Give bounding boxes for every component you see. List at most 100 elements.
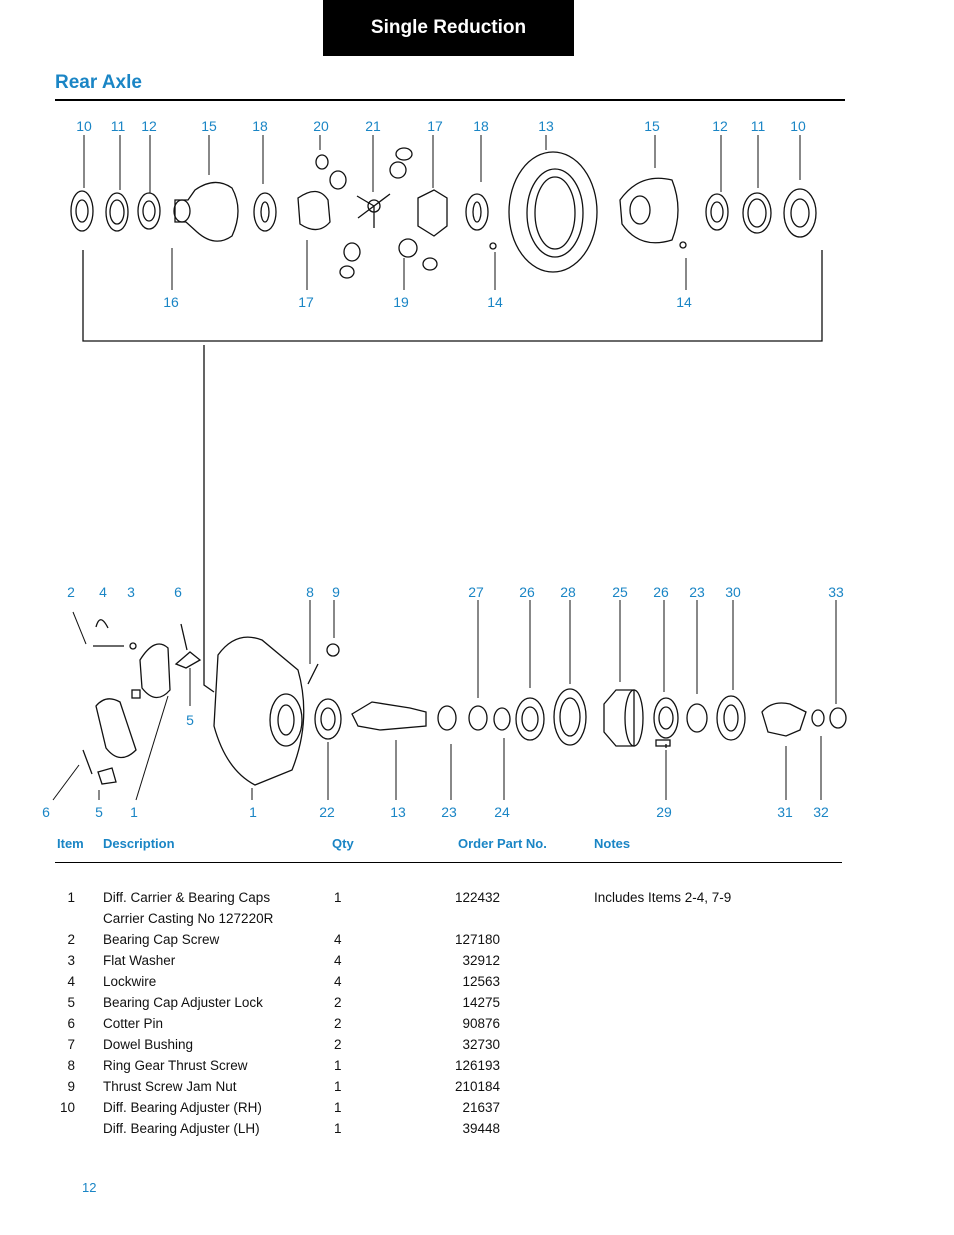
callout-label: 23 <box>441 804 457 820</box>
table-row: 4 Lockwire 4 12563 <box>0 974 954 995</box>
col-header-item: Item <box>57 836 84 851</box>
callout-label: 14 <box>676 294 692 310</box>
callout-label: 11 <box>750 118 766 134</box>
item-description: Flat Washer <box>103 953 176 968</box>
item-number: 2 <box>67 932 75 947</box>
col-header-qty: Qty <box>332 836 354 851</box>
item-part-number: 21637 <box>462 1100 500 1115</box>
item-description: Diff. Bearing Adjuster (RH) <box>103 1100 262 1115</box>
callout-label: 32 <box>813 804 829 820</box>
item-qty: 1 <box>334 1058 342 1073</box>
callout-label: 18 <box>252 118 268 134</box>
page-number: 12 <box>82 1180 97 1195</box>
item-qty: 2 <box>334 995 342 1010</box>
callout-label: 30 <box>725 584 741 600</box>
col-header-notes: Notes <box>594 836 631 851</box>
item-qty: 1 <box>334 1121 342 1136</box>
callout-label: 26 <box>653 584 669 600</box>
item-part-number: 39448 <box>462 1121 500 1136</box>
callout-label: 16 <box>163 294 179 310</box>
callout-label: 33 <box>828 584 844 600</box>
item-qty: 4 <box>334 953 342 968</box>
col-header-description: Description <box>103 836 175 851</box>
callout-label: 22 <box>319 804 335 820</box>
item-number: 10 <box>60 1100 76 1115</box>
item-description: Carrier Casting No 127220R <box>103 911 274 926</box>
bottom-leader-lines <box>52 600 837 801</box>
item-qty: 1 <box>334 890 342 905</box>
item-description: Cotter Pin <box>103 1016 164 1031</box>
callout-label: 28 <box>560 584 576 600</box>
item-number: 7 <box>67 1037 75 1052</box>
table-row: 5 Bearing Cap Adjuster Lock 2 14275 <box>0 995 954 1016</box>
top-parts <box>70 147 817 279</box>
callout-label: 9 <box>332 584 340 600</box>
table-row: 1 Diff. Carrier & Bearing Caps 1 122432 … <box>0 890 954 911</box>
col-header-part-no: Order Part No. <box>458 836 547 851</box>
table-row: 10 Diff. Bearing Adjuster (RH) 1 21637 <box>0 1100 954 1121</box>
item-description: Diff. Bearing Adjuster (LH) <box>103 1121 260 1136</box>
callout-label: 14 <box>487 294 503 310</box>
item-description: Lockwire <box>103 974 157 989</box>
item-part-number: 127180 <box>454 932 500 947</box>
table-row: Diff. Bearing Adjuster (LH) 1 39448 <box>0 1121 954 1142</box>
item-number: 1 <box>67 890 75 905</box>
item-description: Thrust Screw Jam Nut <box>103 1079 237 1094</box>
callout-label: 6 <box>174 584 182 600</box>
callout-label: 13 <box>390 804 406 820</box>
callout-label: 3 <box>127 584 135 600</box>
item-number: 6 <box>67 1016 75 1031</box>
item-qty: 4 <box>334 974 342 989</box>
callout-label: 15 <box>644 118 660 134</box>
item-description: Dowel Bushing <box>103 1037 194 1052</box>
bottom-parts <box>82 619 847 786</box>
callout-label: 10 <box>790 118 806 134</box>
top-leader-lines <box>83 135 801 290</box>
item-notes: Includes Items 2-4, 7-9 <box>594 890 732 905</box>
item-part-number: 210184 <box>454 1079 500 1094</box>
item-number: 5 <box>67 995 75 1010</box>
section-tab: Single Reduction <box>323 0 574 56</box>
item-part-number: 12563 <box>462 974 500 989</box>
callout-label: 20 <box>313 118 329 134</box>
table-row: 2 Bearing Cap Screw 4 127180 <box>0 932 954 953</box>
callout-label: 5 <box>186 712 194 728</box>
item-number: 3 <box>67 953 75 968</box>
callout-label: 27 <box>468 584 484 600</box>
group-bracket <box>82 250 823 693</box>
callout-label: 21 <box>365 118 381 134</box>
table-header-divider <box>55 862 842 863</box>
callout-label: 6 <box>42 804 50 820</box>
exploded-parts-diagram <box>52 135 847 801</box>
callout-label: 25 <box>612 584 628 600</box>
callout-label: 1 <box>130 804 138 820</box>
callout-label: 23 <box>689 584 705 600</box>
callout-label: 11 <box>110 118 126 134</box>
item-qty: 1 <box>334 1079 342 1094</box>
item-description: Bearing Cap Screw <box>103 932 220 947</box>
item-qty: 4 <box>334 932 342 947</box>
item-qty: 1 <box>334 1100 342 1115</box>
item-number: 9 <box>67 1079 75 1094</box>
item-part-number: 14275 <box>462 995 500 1010</box>
callout-label: 5 <box>95 804 103 820</box>
callout-label: 24 <box>494 804 510 820</box>
callout-label: 15 <box>201 118 217 134</box>
callout-label: 2 <box>67 584 75 600</box>
callout-label: 10 <box>76 118 92 134</box>
title-divider <box>55 99 845 101</box>
table-row: 7 Dowel Bushing 2 32730 <box>0 1037 954 1058</box>
table-row: 8 Ring Gear Thrust Screw 1 126193 <box>0 1058 954 1079</box>
item-part-number: 32912 <box>462 953 500 968</box>
callout-label: 12 <box>141 118 157 134</box>
item-description: Ring Gear Thrust Screw <box>103 1058 248 1073</box>
item-description: Bearing Cap Adjuster Lock <box>103 995 263 1010</box>
item-number: 8 <box>67 1058 75 1073</box>
callout-label: 26 <box>519 584 535 600</box>
table-row: 9 Thrust Screw Jam Nut 1 210184 <box>0 1079 954 1100</box>
page-title: Rear Axle <box>55 72 142 93</box>
table-row: Carrier Casting No 127220R <box>0 911 954 932</box>
item-qty: 2 <box>334 1037 342 1052</box>
callout-label: 17 <box>298 294 314 310</box>
item-part-number: 122432 <box>454 890 500 905</box>
